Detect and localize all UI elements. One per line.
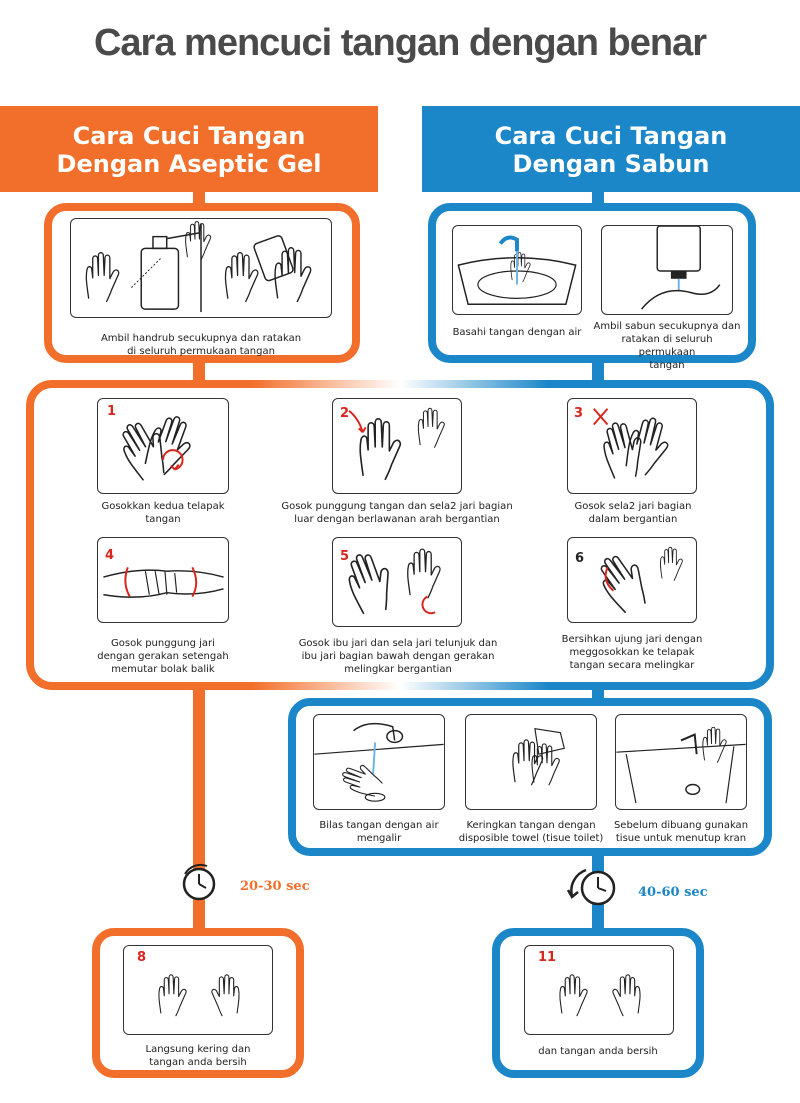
gel-result-caption-1: Langsung kering dan xyxy=(145,1044,251,1055)
step-1-caption: Gosokkan kedua telapak tangan xyxy=(80,500,246,526)
dry-picture xyxy=(465,714,597,810)
step-3-caption-1: Gosok sela2 jari bagian xyxy=(574,501,692,512)
hands-icon xyxy=(348,407,445,481)
header-soap-line1: Cara Cuci Tangan xyxy=(494,122,728,150)
step-5-picture xyxy=(332,537,462,627)
step-5-number: 5 xyxy=(340,549,350,564)
rinse-picture xyxy=(313,714,445,810)
faucet-icon xyxy=(457,235,577,305)
close-tap-caption-2: tisue untuk menutup kran xyxy=(615,833,747,844)
step-5-caption: Gosok ibu jari dan sela jari telunjuk da… xyxy=(278,637,518,676)
gel-start-picture xyxy=(70,218,332,318)
soap-wet-picture xyxy=(452,225,582,315)
soap-result-caption: dan tangan anda bersih xyxy=(538,1046,658,1057)
header-soap-line2: Dengan Sabun xyxy=(512,150,710,178)
close-tap-caption-1: Sebelum dibuang gunakan xyxy=(613,820,749,831)
soap-stopwatch-icon xyxy=(566,868,616,906)
step-2-caption-2: luar dengan berlawanan arah bergantian xyxy=(294,514,500,525)
dry-caption: Keringkan tangan dengan disposible towel… xyxy=(450,819,612,845)
dry-caption-1: Keringkan tangan dengan xyxy=(466,820,596,831)
hands-icon xyxy=(158,974,240,1017)
page-title: Cara mencuci tangan dengan benar xyxy=(93,22,707,64)
step-6-caption-2: meggosokkan ke telapak xyxy=(569,647,695,658)
gel-start-caption: Ambil handrub secukupnya dan ratakan di … xyxy=(70,332,332,358)
step-6-caption-3: tangan secara melingkar xyxy=(569,660,695,671)
dry-caption-2: disposible towel (tisue toilet) xyxy=(458,833,604,844)
step-4-number: 4 xyxy=(105,548,115,563)
gel-result-caption: Langsung kering dan tangan anda bersih xyxy=(110,1043,286,1069)
header-gel-line2: Dengan Aseptic Gel xyxy=(56,150,322,178)
gel-start-caption-2: di seluruh permukaan tangan xyxy=(127,346,275,357)
header-gel: Cara Cuci Tangan Dengan Aseptic Gel xyxy=(0,106,378,192)
step-3-number: 3 xyxy=(574,406,584,421)
step-3-caption: Gosok sela2 jari bagian dalam bergantian xyxy=(550,500,716,526)
step-6-number: 6 xyxy=(575,551,585,566)
hands-icon xyxy=(103,566,224,598)
gel-start-caption-1: Ambil handrub secukupnya dan ratakan xyxy=(100,333,302,344)
header-gel-line1: Cara Cuci Tangan xyxy=(72,122,306,150)
step-4-caption: Gosok punggung jari dengan gerakan seten… xyxy=(80,637,246,676)
step-4-caption-2: dengan gerakan setengah xyxy=(97,651,229,662)
step-5-caption-1: Gosok ibu jari dan sela jari telunjuk da… xyxy=(298,638,498,649)
step-1-caption-1: Gosokkan kedua telapak xyxy=(101,501,225,512)
soap-dispense-caption-1: Ambil sabun secukupnya dan xyxy=(593,321,741,332)
step-2-caption-1: Gosok punggung tangan dan sela2 jari bag… xyxy=(281,501,513,512)
step-6-caption-1: Bersihkan ujung jari dengan xyxy=(561,634,703,645)
gel-result-picture xyxy=(123,945,273,1035)
gel-timer-label: 20-30 sec xyxy=(240,879,310,894)
header-soap: Cara Cuci Tangan Dengan Sabun xyxy=(422,106,800,192)
step-2-caption: Gosok punggung tangan dan sela2 jari bag… xyxy=(268,500,526,526)
faucet-icon xyxy=(314,722,444,802)
hands-icon xyxy=(340,546,441,619)
step-6-picture xyxy=(567,537,697,623)
step-1-picture xyxy=(97,398,229,494)
step-3-caption-2: dalam bergantian xyxy=(588,514,678,525)
rinse-caption: Bilas tangan dengan air mengalir xyxy=(305,819,453,845)
close-tap-picture xyxy=(615,714,747,810)
soap-dispense-caption-2: ratakan di seluruh permukaan xyxy=(621,334,713,358)
step-3-picture xyxy=(567,398,697,494)
soap-dispense-caption-3: tangan xyxy=(649,360,685,371)
gel-result-caption-2: tangan anda bersih xyxy=(149,1057,247,1068)
step-4-caption-1: Gosok punggung jari xyxy=(111,638,215,649)
step-5-caption-2: ibu jari bagian bawah dengan gerakan xyxy=(301,651,495,662)
hands-icon xyxy=(593,408,675,484)
step-6-caption: Bersihkan ujung jari dengan meggosokkan … xyxy=(543,633,721,672)
close-tap-caption: Sebelum dibuang gunakan tisue untuk menu… xyxy=(606,819,756,845)
soap-wet-caption: Basahi tangan dengan air xyxy=(452,327,582,338)
soap-dispense-picture xyxy=(601,225,733,315)
soap-timer-label: 40-60 sec xyxy=(638,885,708,900)
gel-result-number: 8 xyxy=(137,950,147,965)
gel-stopwatch-icon xyxy=(182,863,216,901)
step-2-number: 2 xyxy=(340,406,350,421)
soap-result-number: 11 xyxy=(538,950,557,965)
soap-dispense-caption: Ambil sabun secukupnya dan ratakan di se… xyxy=(592,320,742,372)
hands-icon xyxy=(112,410,199,486)
faucet-icon xyxy=(616,726,746,804)
step-4-caption-3: memutar bolak balik xyxy=(111,664,215,675)
rinse-caption-2: mengalir xyxy=(356,833,402,844)
hands-icon xyxy=(590,546,683,618)
soap-result-picture xyxy=(524,945,674,1035)
step-4-picture xyxy=(97,537,229,623)
step-5-caption-3: melingkar bergantian xyxy=(344,664,452,675)
step-1-caption-2: tangan xyxy=(145,514,181,525)
gel-bottle-icon xyxy=(85,221,312,313)
towel-icon xyxy=(512,728,566,786)
rinse-caption-1: Bilas tangan dengan air xyxy=(319,820,439,831)
step-1-number: 1 xyxy=(107,404,117,419)
step-2-picture xyxy=(332,398,462,494)
soap-dispenser-icon xyxy=(641,226,721,310)
